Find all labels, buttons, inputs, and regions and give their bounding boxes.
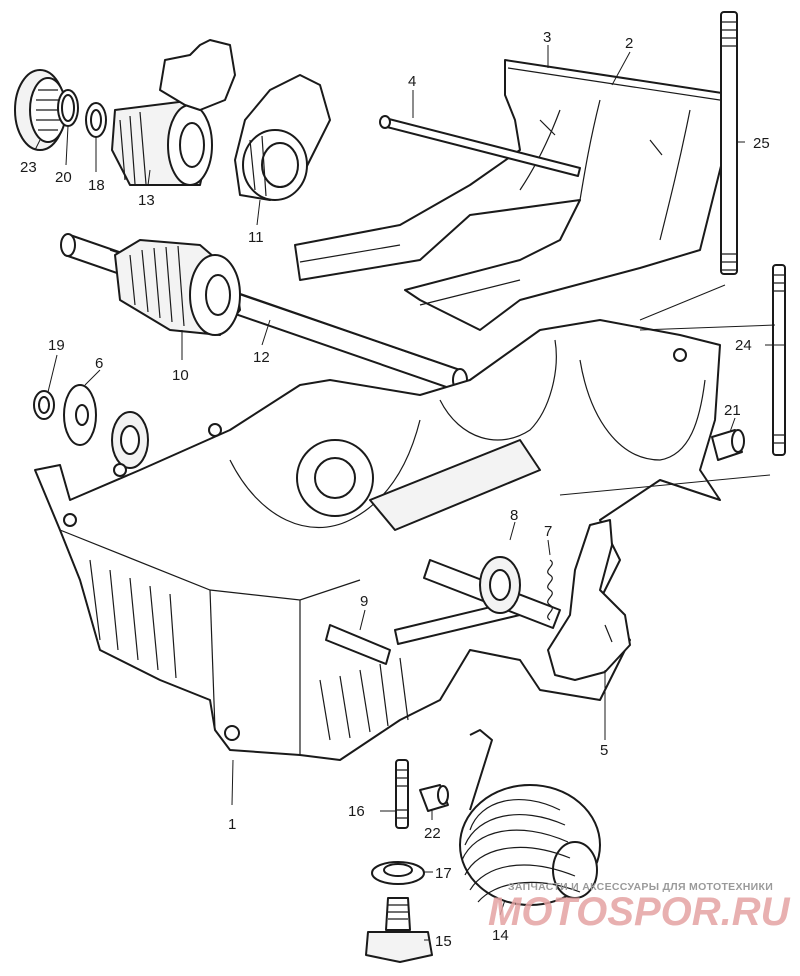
small-dowel: [419, 784, 449, 812]
part-label-1: 1: [228, 816, 236, 833]
part-label-2: 2: [625, 35, 633, 52]
crankcase: [34, 319, 721, 761]
part-label-12: 12: [253, 349, 270, 366]
part-label-15: 15: [435, 933, 452, 950]
part-label-21: 21: [724, 402, 741, 419]
part-label-7: 7: [544, 523, 552, 540]
watermark-caption: ЗАПЧАСТИ И АКСЕССУАРЫ ДЛЯ МОТОТЕХНИКИ: [508, 881, 773, 893]
part-label-4: 4: [408, 73, 416, 90]
oil-baffle-plate: [294, 59, 736, 331]
part-label-25: 25: [753, 135, 770, 152]
part-label-5: 5: [600, 742, 608, 759]
part-label-6: 6: [95, 355, 103, 372]
short-stud: [395, 759, 409, 829]
part-label-3: 3: [543, 29, 551, 46]
part-label-8: 8: [510, 507, 518, 524]
bearing-retainer: [63, 384, 97, 446]
gear-sleeve: [111, 39, 236, 186]
long-stud-bolt: [720, 11, 738, 275]
part-label-24: 24: [735, 337, 752, 354]
watermark: ЗАПЧАСТИ И АКСЕССУАРЫ ДЛЯ МОТОТЕХНИКИ MO…: [488, 881, 791, 934]
snap-ring: [33, 390, 55, 420]
part-label-18: 18: [88, 177, 105, 194]
part-label-22: 22: [424, 825, 441, 842]
leader-lines: [34, 45, 785, 941]
part-label-10: 10: [172, 367, 189, 384]
ball-bearing: [111, 411, 149, 469]
sealing-washer: [371, 861, 425, 885]
part-label-16: 16: [348, 803, 365, 820]
part-label-9: 9: [360, 593, 368, 610]
part-label-14: 14: [492, 927, 509, 944]
circlip: [57, 89, 79, 127]
part-label-13: 13: [138, 192, 155, 209]
detent-spring: [547, 559, 553, 621]
shift-drum: [423, 556, 561, 629]
watermark-brand: MOTOSPOR.RU: [488, 890, 791, 934]
shift-fork: [234, 74, 331, 201]
part-number-labels: 1 2 3 4 5 6 7 8 9 10 11 12 13 14 15 16 1…: [20, 29, 770, 950]
part-label-11: 11: [248, 229, 264, 246]
shift-fork-rod: [379, 115, 581, 177]
part-label-23: 23: [20, 159, 37, 176]
return-spring: [459, 729, 601, 906]
part-label-20: 20: [55, 169, 72, 186]
dowel-pin: [711, 429, 745, 461]
part-label-19: 19: [48, 337, 65, 354]
drain-plug: [365, 897, 433, 963]
stud-bolt: [772, 264, 786, 456]
transmission-gear: [114, 239, 241, 336]
thrust-washer: [85, 102, 107, 138]
part-label-17: 17: [435, 865, 452, 882]
